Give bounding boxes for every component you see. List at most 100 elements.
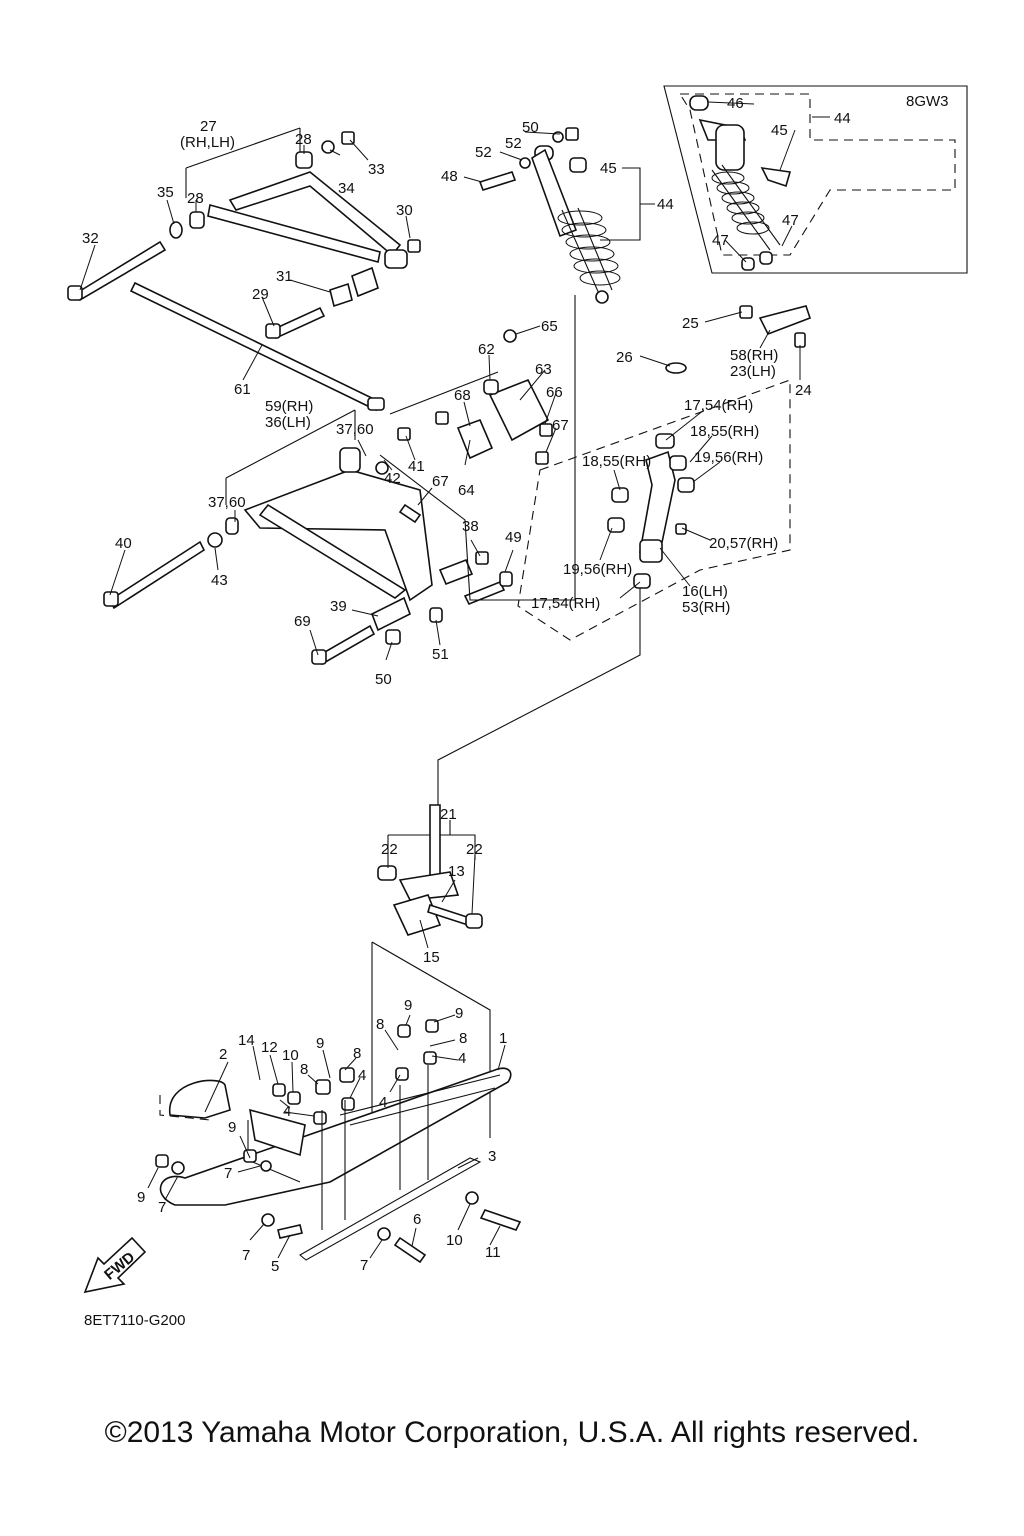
callout-28: 28 [295, 131, 312, 148]
callout-37-60: 37,60 [336, 421, 374, 438]
callout-59rh: 59(RH) [265, 398, 313, 415]
callout-9e: 9 [137, 1189, 145, 1206]
callout-10a: 10 [282, 1047, 299, 1064]
callout-15: 15 [423, 949, 440, 966]
callout-28b: 28 [187, 190, 204, 207]
callout-23lh: 23(LH) [730, 363, 776, 380]
callout-47: 47 [782, 212, 799, 229]
callout-6: 6 [413, 1211, 421, 1228]
ski-assembly [155, 1019, 522, 1264]
callout-53rh: 53(RH) [682, 599, 730, 616]
callout-12: 12 [261, 1039, 278, 1056]
variant-box-8gw3: 8GW3 [663, 85, 968, 274]
callout-4c: 4 [358, 1067, 366, 1084]
callout-38: 38 [462, 518, 479, 535]
callout-18-55rh-b: 18,55(RH) [582, 453, 651, 470]
callout-49: 49 [505, 529, 522, 546]
callout-16lh: 16(LH) [682, 583, 728, 600]
callout-4a: 4 [458, 1050, 466, 1067]
callout-8d: 8 [300, 1061, 308, 1078]
callout-9d: 9 [228, 1119, 236, 1136]
callout-61: 61 [234, 381, 251, 398]
callout-24: 24 [795, 382, 812, 399]
callout-44b: 44 [834, 110, 851, 127]
callout-17-54rh: 17,54(RH) [684, 397, 753, 414]
knuckle-group [437, 305, 812, 810]
callout-22: 22 [381, 841, 398, 858]
callout-45b: 45 [771, 122, 788, 139]
callout-52: 52 [505, 135, 522, 152]
callout-7c: 7 [242, 1247, 250, 1264]
callout-2: 2 [219, 1046, 227, 1063]
callout-22b: 22 [466, 841, 483, 858]
callout-66: 66 [546, 384, 563, 401]
callout-20-57rh: 20,57(RH) [709, 535, 778, 552]
callout-45: 45 [600, 160, 617, 177]
callout-58rh: 58(RH) [730, 347, 778, 364]
callout-19-56rh-b: 19,56(RH) [563, 561, 632, 578]
callout-9a: 9 [404, 997, 412, 1014]
callout-7a: 7 [224, 1165, 232, 1182]
upper-arm-group [67, 127, 421, 340]
callout-51: 51 [432, 646, 449, 663]
callout-43: 43 [211, 572, 228, 589]
callout-7d: 7 [360, 1257, 368, 1274]
copyright-notice: ©2013 Yamaha Motor Corporation, U.S.A. A… [104, 1416, 920, 1449]
callout-11: 11 [485, 1244, 501, 1261]
callout-63: 63 [535, 361, 552, 378]
callout-13: 13 [448, 863, 465, 880]
callout-44: 44 [657, 196, 674, 213]
callout-26: 26 [616, 349, 633, 366]
callout-9c: 9 [316, 1035, 324, 1052]
callout-4b: 4 [379, 1094, 387, 1111]
callout-29: 29 [252, 286, 269, 303]
leader-lines [79, 101, 830, 1259]
callout-46: 46 [727, 95, 744, 112]
callout-67: 67 [552, 417, 569, 434]
callout-14: 14 [238, 1032, 255, 1049]
callout-37-60b: 37,60 [208, 494, 246, 511]
callout-10b: 10 [446, 1232, 463, 1249]
shock-absorber [478, 127, 655, 304]
callout-64: 64 [458, 482, 475, 499]
callout-8c: 8 [353, 1045, 361, 1062]
callout-35: 35 [157, 184, 174, 201]
spindle-group [371, 804, 491, 1138]
callout-50b: 50 [375, 671, 392, 688]
callout-8a: 8 [376, 1016, 384, 1033]
callout-50: 50 [522, 119, 539, 136]
callout-8b: 8 [459, 1030, 467, 1047]
callout-9b: 9 [455, 1005, 463, 1022]
callout-21: 21 [440, 806, 457, 823]
callout-62: 62 [478, 341, 495, 358]
callout-27: 27 [200, 118, 217, 135]
callout-18-55rh: 18,55(RH) [690, 423, 759, 440]
callout-3: 3 [488, 1148, 496, 1165]
callout-7b: 7 [158, 1199, 166, 1216]
callout-19-56rh: 19,56(RH) [694, 449, 763, 466]
callout-65: 65 [541, 318, 558, 335]
callout-34: 34 [338, 180, 355, 197]
callout-33: 33 [368, 161, 385, 178]
lower-arm-group [103, 295, 576, 666]
forward-arrow-icon: FWD [83, 1236, 147, 1294]
callout-5: 5 [271, 1258, 279, 1275]
callout-68: 68 [454, 387, 471, 404]
callout-42: 42 [384, 470, 401, 487]
drawing-code: 8ET7110-G200 [84, 1312, 185, 1329]
callout-4d: 4 [283, 1103, 291, 1120]
callout-30: 30 [396, 202, 413, 219]
callout-25: 25 [682, 315, 699, 332]
callout-31: 31 [276, 268, 293, 285]
callout-67b: 67 [432, 473, 449, 490]
callout-40: 40 [115, 535, 132, 552]
callout-69: 69 [294, 613, 311, 630]
callout-41: 41 [408, 458, 425, 475]
callout-labels: 27 (RH,LH) 28 28 33 34 35 30 32 31 29 61… [82, 95, 851, 1275]
callout-39: 39 [330, 598, 347, 615]
callout-17-54rh-b: 17,54(RH) [531, 595, 600, 612]
callout-36lh: 36(LH) [265, 414, 311, 431]
callout-52b: 52 [475, 144, 492, 161]
callout-48: 48 [441, 168, 458, 185]
